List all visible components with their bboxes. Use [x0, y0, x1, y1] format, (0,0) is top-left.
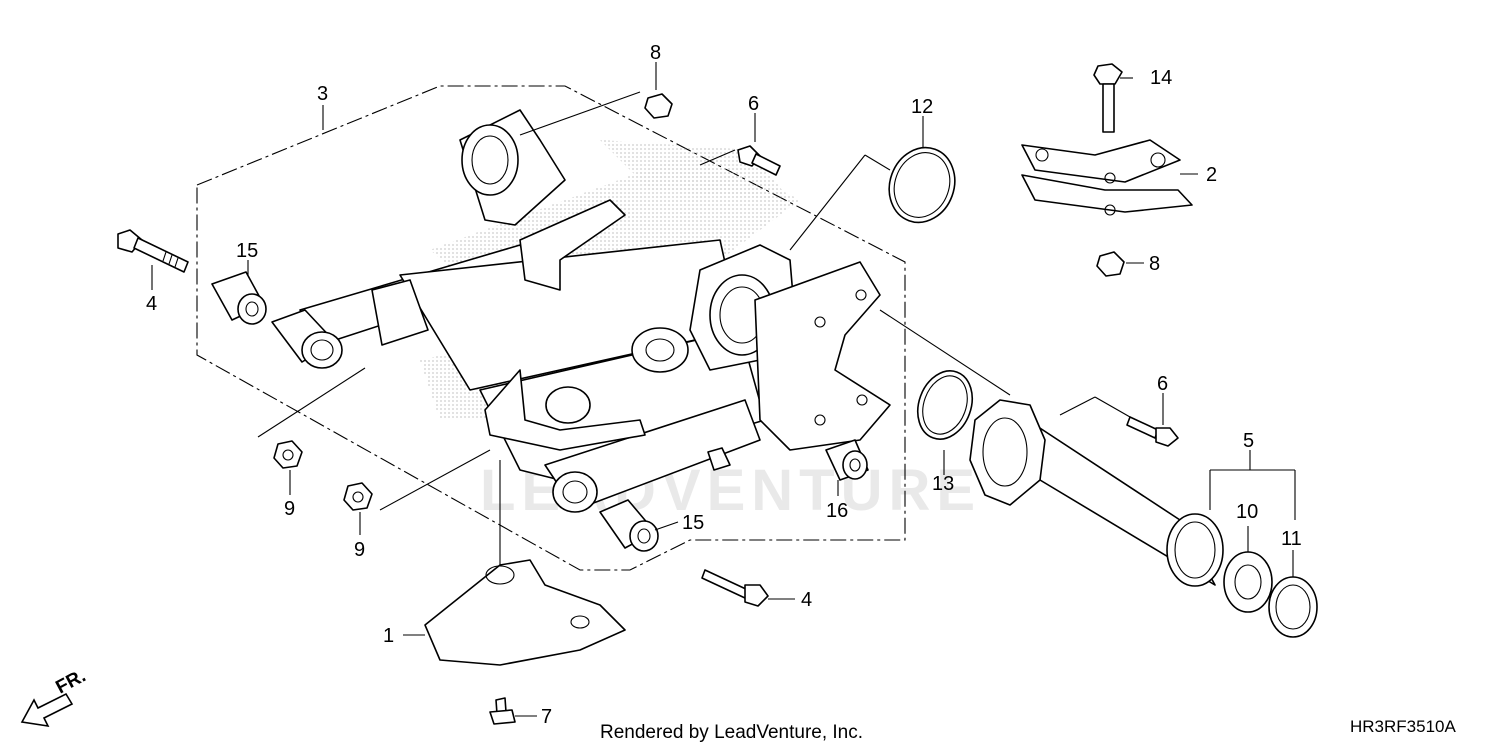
callout-8-right: 8 [1149, 253, 1160, 275]
collar-left [271, 309, 343, 369]
plate-2 [1021, 139, 1193, 216]
assembly-outline [196, 85, 906, 571]
callout-15-upper: 15 [236, 240, 258, 262]
bushing-15-upper [211, 271, 267, 325]
callout-labels: 1 2 3 4 4 5 6 6 7 8 8 9 9 10 11 12 13 14… [146, 42, 1302, 728]
callout-5: 5 [1243, 430, 1254, 452]
nut-8-top [644, 93, 673, 119]
callout-8-top: 8 [650, 42, 661, 64]
nut-9-left [273, 440, 303, 469]
nut-9-center [343, 482, 373, 511]
callout-6-top: 6 [748, 93, 759, 115]
callout-10: 10 [1236, 501, 1258, 523]
seal-11 [1268, 576, 1318, 638]
callout-4-lower: 4 [801, 589, 812, 611]
callout-9-center: 9 [354, 539, 365, 561]
callout-3: 3 [317, 83, 328, 105]
bushing-16 [825, 439, 869, 481]
bushing-15-lower [599, 499, 659, 552]
collar-lower [552, 471, 598, 513]
front-direction-arrow: FR. [20, 666, 89, 728]
bolt-6-right [1126, 416, 1179, 447]
leader-lines [151, 62, 1296, 717]
bolt-14 [1093, 63, 1123, 133]
bolt-7 [489, 697, 516, 725]
callout-1: 1 [383, 625, 394, 647]
oring-12 [888, 146, 956, 224]
nut-8-right [1096, 251, 1125, 277]
front-direction-label: FR. [52, 666, 89, 699]
bolt-6-top [737, 145, 781, 176]
callout-16: 16 [826, 500, 848, 522]
oring-13 [916, 370, 974, 440]
callout-11: 11 [1281, 528, 1302, 550]
bearing-10 [1223, 551, 1273, 613]
rendered-by-credit: Rendered by LeadVenture, Inc. [600, 722, 863, 743]
callout-4-upper: 4 [146, 293, 157, 315]
swingarm-frame [299, 109, 891, 511]
bolt-4-lower [701, 569, 769, 607]
callout-14: 14 [1150, 67, 1172, 89]
callout-9-left: 9 [284, 498, 295, 520]
callout-6-right: 6 [1157, 373, 1168, 395]
callout-15-lower: 15 [682, 512, 704, 534]
bolt-4-upper [117, 229, 189, 273]
callout-2: 2 [1206, 164, 1217, 186]
callout-13: 13 [932, 473, 954, 495]
skid-plate-1 [424, 559, 626, 666]
callout-7: 7 [541, 706, 552, 728]
axle-housing-5 [969, 399, 1224, 587]
callout-12: 12 [911, 96, 933, 118]
diagram-code: HR3RF3510A [1350, 717, 1456, 736]
